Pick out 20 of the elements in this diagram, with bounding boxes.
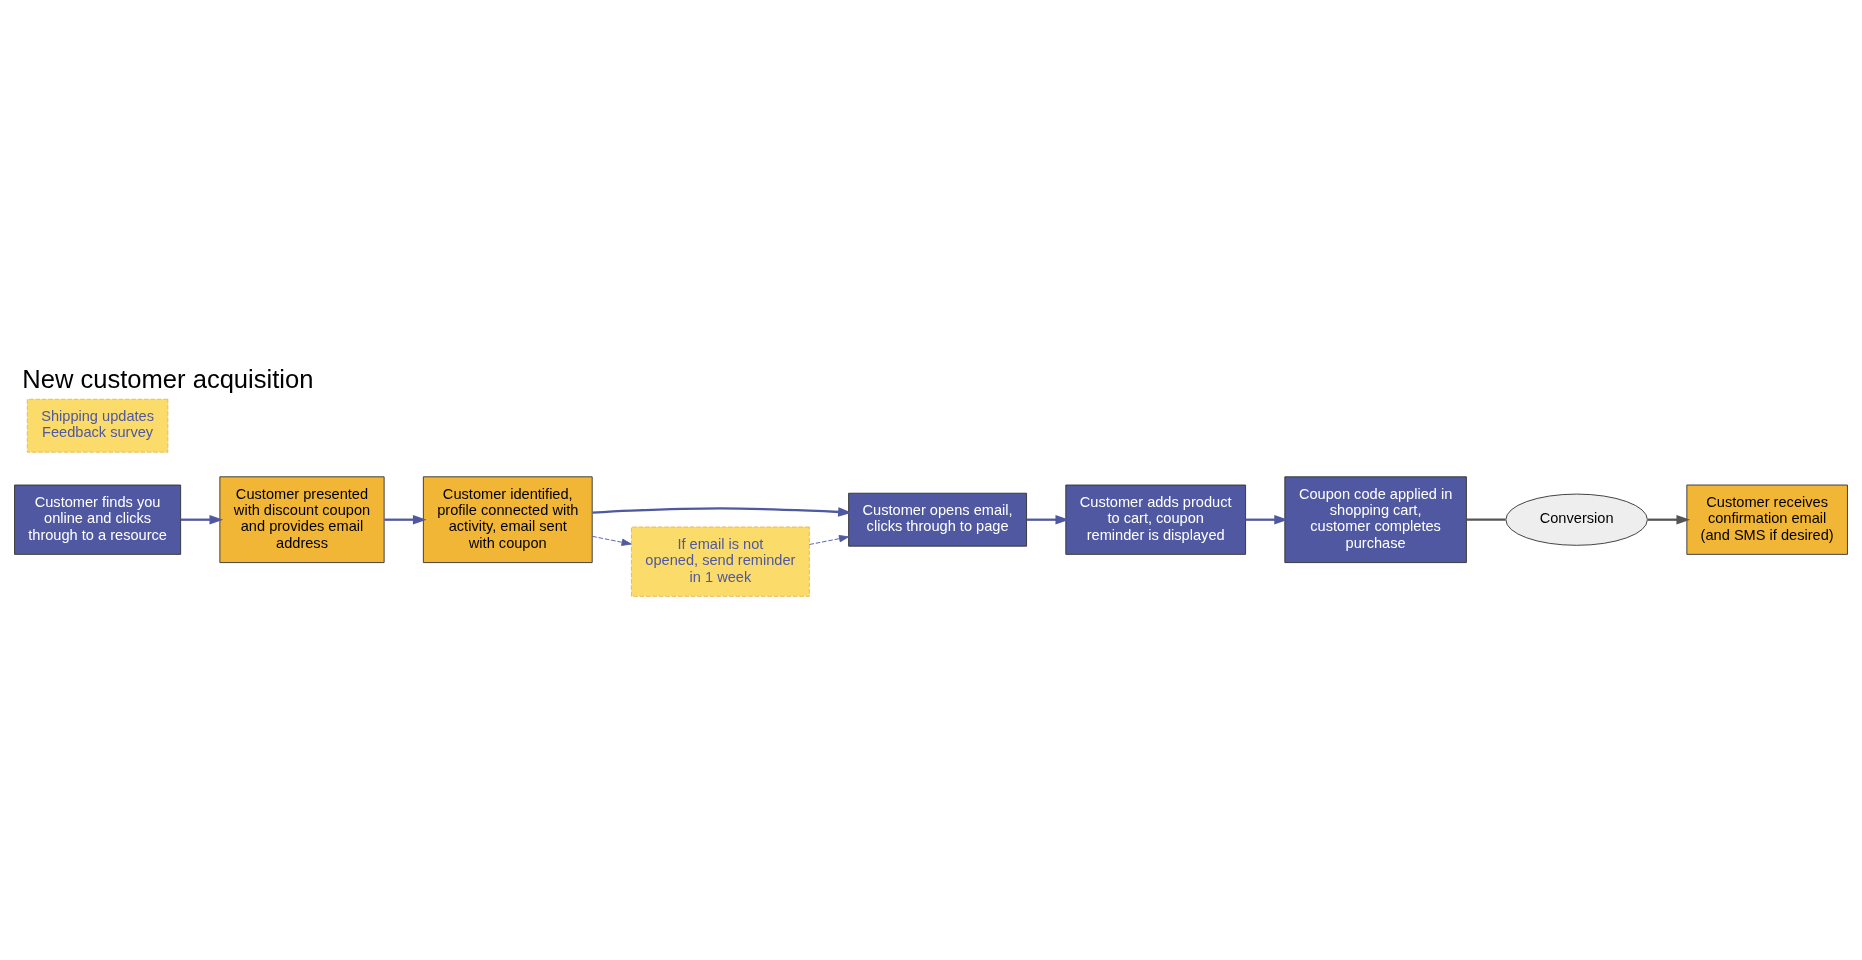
node-ellipse: Conversion (1505, 493, 1648, 546)
node-box: Coupon code applied in shopping cart, customer completes purchase (1284, 476, 1467, 564)
diagram-title: New customer acquisition (22, 364, 314, 393)
arrow (384, 514, 427, 525)
arrow (591, 535, 632, 546)
arrow (592, 507, 852, 517)
node-box: Customer opens email, clicks through to page (848, 492, 1027, 547)
node-box: If email is not opened, send reminder in 1 week (630, 526, 810, 597)
arrow (1647, 514, 1691, 525)
node-box: Customer presented with discount coupon and provides email address (219, 476, 385, 564)
node-box: Customer adds product to cart, coupon reminder is displayed (1065, 484, 1247, 555)
connector (1466, 518, 1506, 521)
node-box: Customer finds you online and clicks through to a resource (14, 484, 182, 555)
node-box: Customer identified, profile connected with activity, email sent with coupon (422, 476, 593, 564)
arrow (1245, 514, 1288, 525)
arrow (809, 535, 850, 545)
node-box: Shipping updates Feedback survey (26, 398, 169, 453)
node-box: Customer receives confirmation email (and SMS if desired) (1686, 484, 1848, 555)
arrow (1026, 514, 1070, 525)
arrow (180, 514, 224, 525)
